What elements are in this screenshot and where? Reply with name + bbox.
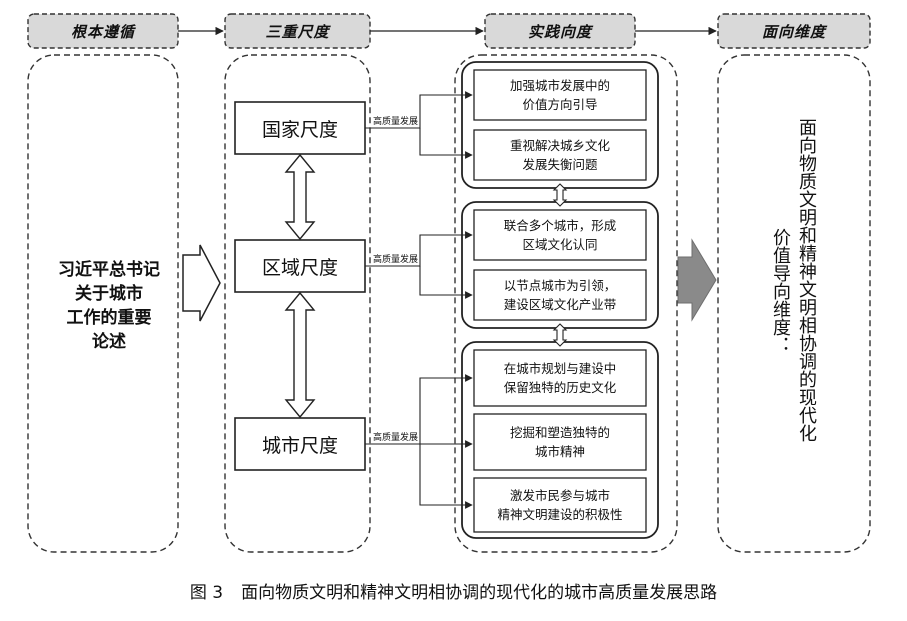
figure-caption: 图 3 面向物质文明和精神文明相协调的现代化的城市高质量发展思路 <box>0 578 907 603</box>
figure-title: 面向物质文明和精神文明相协调的现代化的城市高质量发展思路 <box>241 583 718 603</box>
scale-national: 国家尺度 <box>261 118 338 141</box>
practice-item: 加强城市发展中的 价值方向引导 <box>509 78 610 112</box>
figure-number: 图 3 <box>189 583 224 603</box>
practice-item: 挖掘和塑造独特的 城市精神 <box>509 425 610 459</box>
header-scales: 三重尺度 <box>265 22 330 41</box>
left-basis-text: 习近平总书记 关于城市 工作的重要 论述 <box>58 260 160 352</box>
header-basis: 根本遵循 <box>70 22 135 41</box>
scale-regional: 区域尺度 <box>261 256 338 279</box>
practice-item: 在城市规划与建设中 保留独特的历史文化 <box>503 361 617 395</box>
practice-item: 激发市民参与城市 精神文明建设的积极性 <box>497 488 623 522</box>
edge-label-regional: 高质量发展 <box>373 255 419 265</box>
dimension-text-main: 面向物质文明和精神文明相协调的现代化 <box>796 118 817 442</box>
practice-item: 以节点城市为引领， 建设区域文化产业带 <box>503 278 617 312</box>
scale-city: 城市尺度 <box>261 434 338 457</box>
header-dimension: 面向维度 <box>761 22 826 41</box>
edge-label-national: 高质量发展 <box>373 117 419 127</box>
header-practice: 实践向度 <box>527 22 592 41</box>
practice-item: 联合多个城市，形成 区域文化认同 <box>503 218 617 252</box>
edge-label-city: 高质量发展 <box>373 433 419 443</box>
practice-item: 重视解决城乡文化 发展失衡问题 <box>509 138 610 172</box>
dimension-text-label: 价值导向维度： <box>770 228 791 354</box>
